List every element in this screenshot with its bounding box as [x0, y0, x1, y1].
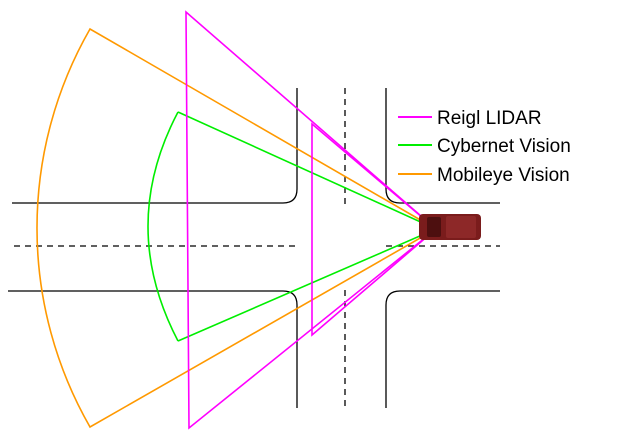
road-edge-lower-left	[8, 290, 298, 408]
cybernet-vision-edges	[177, 111, 438, 342]
road-edge-lower-right	[385, 290, 500, 408]
legend-label-cybernet-vision: Cybernet Vision	[437, 136, 571, 157]
reigl-lidar-coverage-outer	[185, 10, 438, 430]
road-edge-upper-left	[12, 88, 298, 204]
mobileye-vision-coverage	[36, 27, 438, 429]
road-edge-upper-right	[385, 88, 500, 204]
coverage-areas	[36, 10, 438, 430]
vehicle	[419, 214, 481, 240]
legend-label-reigl-lidar: Reigl LIDAR	[437, 108, 542, 129]
cybernet-vision-arc	[147, 111, 179, 342]
legend: Reigl LIDAR Cybernet Vision Mobileye Vis…	[398, 108, 571, 186]
car-window	[427, 217, 441, 237]
reigl-lidar-coverage-inner	[311, 122, 438, 337]
car-roof	[446, 216, 476, 238]
legend-label-mobileye-vision: Mobileye Vision	[437, 165, 570, 186]
road-network	[8, 88, 500, 408]
